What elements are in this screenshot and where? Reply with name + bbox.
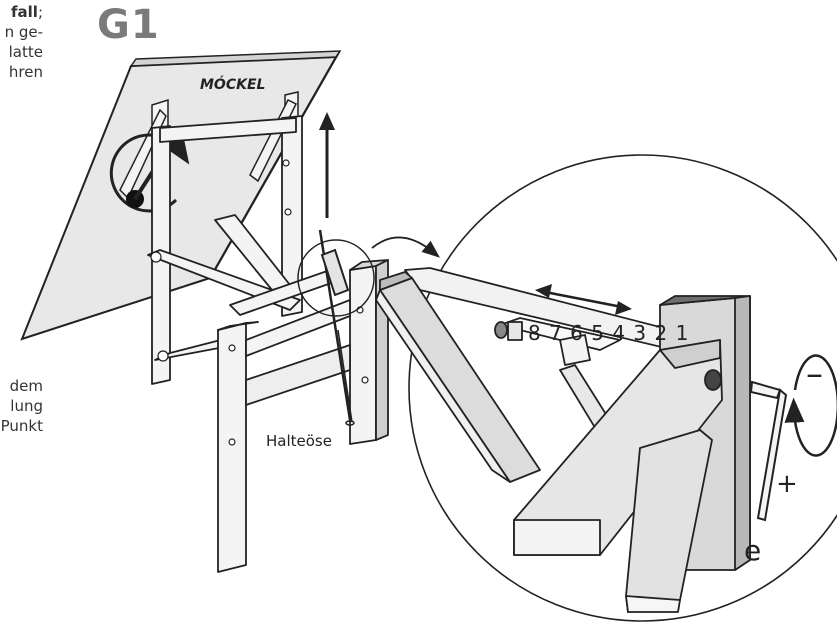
frame-bolts (150, 159, 369, 446)
instruction-line-5: dem (9, 377, 43, 395)
brand-logo: MÓCKEL (200, 75, 265, 93)
adjust-double-arrow (535, 284, 632, 315)
hex-key-tool (749, 380, 788, 522)
instruction-line-1: fall; (0, 2, 43, 22)
zoom-detail-parts (375, 267, 751, 613)
rotate-arrow-right (784, 354, 837, 457)
instruction-line-6: lung (10, 397, 43, 415)
halteose-leader (337, 329, 353, 423)
instruction-line-2: n ge- (4, 23, 43, 41)
instruction-semicolon: ; (37, 3, 43, 21)
halteose-eye (345, 420, 355, 426)
instruction-text-top: fall; n ge- latte hren (0, 2, 43, 82)
plus-sign: + (776, 469, 798, 499)
zoom-leader-arrow (371, 236, 440, 258)
lift-arrow-up (319, 112, 335, 218)
instruction-bold-word: fall (11, 3, 38, 21)
minus-sign: – (806, 354, 823, 394)
figure-heading: G1 (97, 2, 160, 48)
scale-numbers: 8 7 6 5 4 3 2 1 (528, 321, 689, 345)
zoom-source-circle (297, 239, 375, 317)
instruction-line-7: Punkt (0, 417, 43, 435)
instruction-text-bottom: dem lung Punkt (0, 376, 43, 436)
hook-detail-small (320, 248, 350, 297)
instruction-line-4: hren (8, 63, 43, 81)
label-e: e (744, 534, 761, 567)
halteose-label: Halteöse (266, 432, 332, 450)
instruction-line-3: latte (8, 43, 43, 61)
